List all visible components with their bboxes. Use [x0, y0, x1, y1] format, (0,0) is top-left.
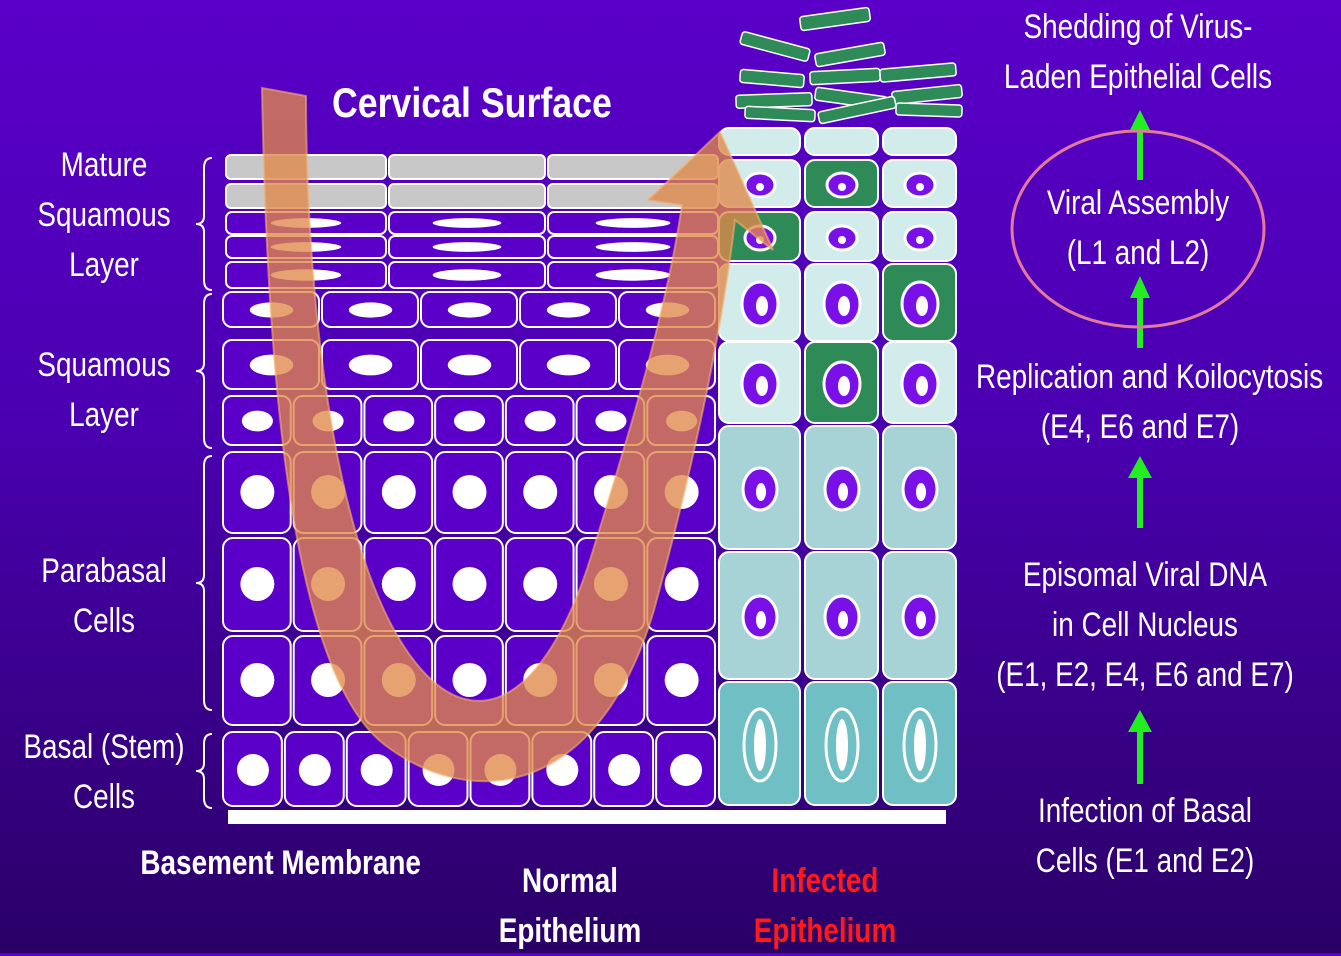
- nucleus-halo: [838, 236, 846, 244]
- layer-bracket: [196, 294, 212, 448]
- shed-cell: [745, 106, 816, 122]
- cell-nucleus: [453, 663, 487, 697]
- cell-nucleus: [525, 411, 556, 432]
- cell-nucleus: [523, 475, 557, 509]
- episome-dot: [838, 611, 848, 629]
- cell-nucleus: [448, 355, 492, 376]
- layer-bracket: [196, 158, 212, 290]
- cell-nucleus: [383, 411, 414, 432]
- cell-nucleus: [595, 411, 626, 432]
- stage-replication-label: Replication and Koilocytosis(E4, E6 and …: [976, 352, 1304, 452]
- mature-squamous-cell: [389, 184, 545, 208]
- arrow-up-icon: [1130, 276, 1150, 348]
- cell-nucleus: [608, 754, 640, 786]
- cell-nucleus: [433, 242, 502, 252]
- shed-cell: [880, 63, 957, 83]
- shed-cell: [892, 84, 963, 104]
- nucleus-halo: [916, 296, 928, 316]
- nucleus-halo: [756, 183, 764, 191]
- cell-nucleus: [665, 663, 699, 697]
- cell-nucleus: [453, 475, 487, 509]
- nucleus-halo: [756, 376, 768, 396]
- basal-stem-cells-label: Basal (Stem)Cells: [20, 722, 187, 822]
- cell-nucleus: [242, 411, 273, 432]
- arrow-up-icon: [1128, 710, 1152, 784]
- layer-bracket: [196, 734, 212, 808]
- infected-cell: [719, 128, 800, 155]
- basement-membrane-line: [228, 810, 946, 824]
- stage-viral-assembly-label: Viral Assembly(L1 and L2): [1040, 178, 1237, 278]
- cell-nucleus: [382, 567, 416, 601]
- episome-dot: [756, 611, 766, 629]
- arrow-up-icon: [1128, 456, 1152, 528]
- cell-nucleus: [299, 754, 331, 786]
- shed-cell: [740, 69, 805, 88]
- nucleus-halo: [838, 183, 846, 191]
- episome-dot: [916, 483, 926, 501]
- cell-nucleus: [433, 269, 502, 280]
- nucleus-halo: [838, 376, 850, 396]
- cell-nucleus: [237, 754, 269, 786]
- shed-cell: [896, 103, 962, 117]
- nucleus-halo: [838, 296, 850, 316]
- stage-shedding-label: Shedding of Virus-Laden Epithelial Cells: [982, 2, 1294, 102]
- basal-nucleus-core: [754, 719, 766, 771]
- nucleus-halo: [916, 236, 924, 244]
- cell-nucleus: [596, 242, 671, 252]
- cell-nucleus: [596, 218, 671, 228]
- arrow-up-icon: [1130, 110, 1150, 180]
- cervical-surface-title: Cervical Surface: [332, 78, 604, 128]
- layer-brackets: [196, 158, 212, 808]
- episome-dot: [838, 483, 848, 501]
- basal-nucleus-core: [836, 719, 848, 771]
- cell-nucleus: [361, 754, 393, 786]
- cell-nucleus: [547, 302, 591, 317]
- nucleus-halo: [916, 183, 924, 191]
- cell-nucleus: [349, 355, 393, 376]
- cell-nucleus: [523, 567, 557, 601]
- infected-cell: [883, 128, 956, 155]
- cell-nucleus: [433, 218, 502, 228]
- cell-nucleus: [382, 475, 416, 509]
- cell-nucleus: [665, 567, 699, 601]
- nucleus-halo: [756, 296, 768, 316]
- cell-nucleus: [670, 754, 702, 786]
- basal-nucleus-core: [914, 719, 926, 771]
- cell-nucleus: [349, 302, 393, 317]
- episome-dot: [916, 611, 926, 629]
- basement-membrane-label: Basement Membrane: [140, 838, 417, 888]
- layer-bracket: [196, 456, 212, 710]
- shed-cell: [814, 42, 885, 67]
- shed-cell: [740, 31, 811, 62]
- nucleus-halo: [916, 376, 928, 396]
- infected-cell: [805, 128, 878, 155]
- cell-nucleus: [240, 567, 274, 601]
- cell-nucleus: [448, 302, 492, 317]
- mature-squamous-cell: [389, 155, 545, 179]
- episome-dot: [756, 483, 766, 501]
- cell-nucleus: [596, 269, 671, 280]
- cell-nucleus: [453, 567, 487, 601]
- cell-nucleus: [454, 411, 485, 432]
- cell-nucleus: [240, 663, 274, 697]
- cell-nucleus: [547, 355, 591, 376]
- shed-cell: [799, 7, 870, 31]
- shed-cell: [810, 68, 881, 85]
- shedding-cells: [736, 7, 963, 124]
- cell-nucleus: [240, 475, 274, 509]
